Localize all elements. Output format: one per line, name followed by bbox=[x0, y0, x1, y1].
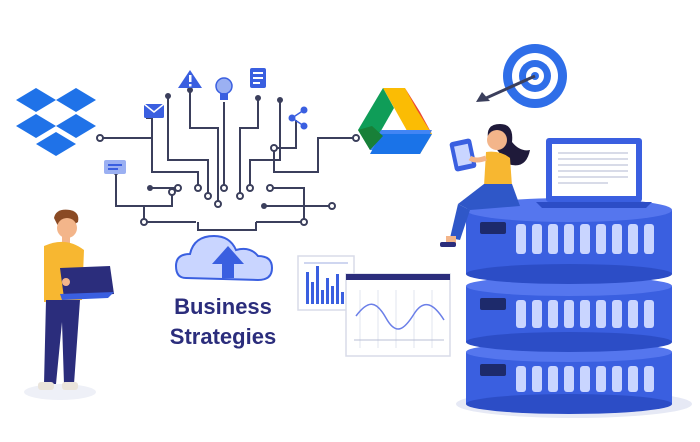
laptop-on-server bbox=[536, 138, 652, 208]
chat-icon bbox=[104, 160, 126, 174]
circuit-nodes bbox=[96, 134, 360, 226]
woman-with-tablet bbox=[440, 124, 530, 247]
share-icon bbox=[288, 106, 308, 130]
document-icon bbox=[250, 68, 266, 88]
bar-chart-card bbox=[297, 255, 355, 311]
circuit-network bbox=[100, 90, 356, 231]
heading-line-2: Strategies bbox=[169, 324, 277, 349]
business-strategies-heading: Business Strategies bbox=[148, 292, 298, 352]
google-drive-logo bbox=[358, 88, 432, 154]
warning-icon bbox=[178, 70, 202, 88]
dropbox-logo bbox=[16, 88, 96, 156]
server-stack bbox=[456, 198, 692, 418]
target-icon bbox=[476, 44, 567, 108]
cloud-upload-icon bbox=[174, 234, 274, 282]
heading-line-1: Business bbox=[174, 294, 272, 319]
man-with-laptop bbox=[24, 209, 114, 400]
mail-icon bbox=[143, 103, 165, 118]
line-chart-card bbox=[345, 273, 451, 357]
lightbulb-icon bbox=[215, 77, 233, 100]
